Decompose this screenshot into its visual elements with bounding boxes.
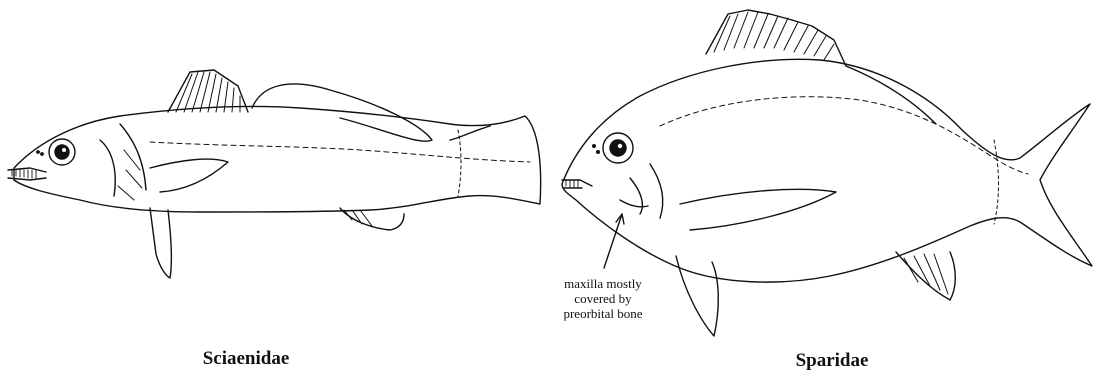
annotation-line-1: maxilla mostly bbox=[538, 276, 668, 291]
sciaenidae-body bbox=[14, 106, 541, 212]
sciaenidae-spiny-dorsal bbox=[168, 70, 248, 112]
sciaenidae-soft-dorsal bbox=[252, 84, 432, 141]
sciaenidae-caption: Sciaenidae bbox=[186, 348, 306, 370]
sparidae-caption: Sparidae bbox=[772, 350, 892, 372]
annotation-arrow bbox=[604, 214, 622, 268]
sparidae-soft-dorsal bbox=[846, 66, 936, 124]
sparidae-pelvic bbox=[676, 256, 718, 336]
sparidae-body bbox=[562, 59, 1092, 282]
sciaenidae-caudal bbox=[450, 126, 490, 140]
annotation-line-3: preorbital bone bbox=[538, 306, 668, 321]
sciaenidae-pectoral bbox=[150, 159, 228, 192]
sparidae-mouth bbox=[562, 180, 592, 188]
sciaenidae-illustration bbox=[8, 70, 541, 278]
sciaenidae-pelvic bbox=[150, 208, 171, 278]
annotation-line-2: covered by bbox=[538, 291, 668, 306]
preorbital-annotation: maxilla mostly covered by preorbital bon… bbox=[538, 276, 668, 321]
sparidae-pectoral bbox=[680, 189, 836, 230]
